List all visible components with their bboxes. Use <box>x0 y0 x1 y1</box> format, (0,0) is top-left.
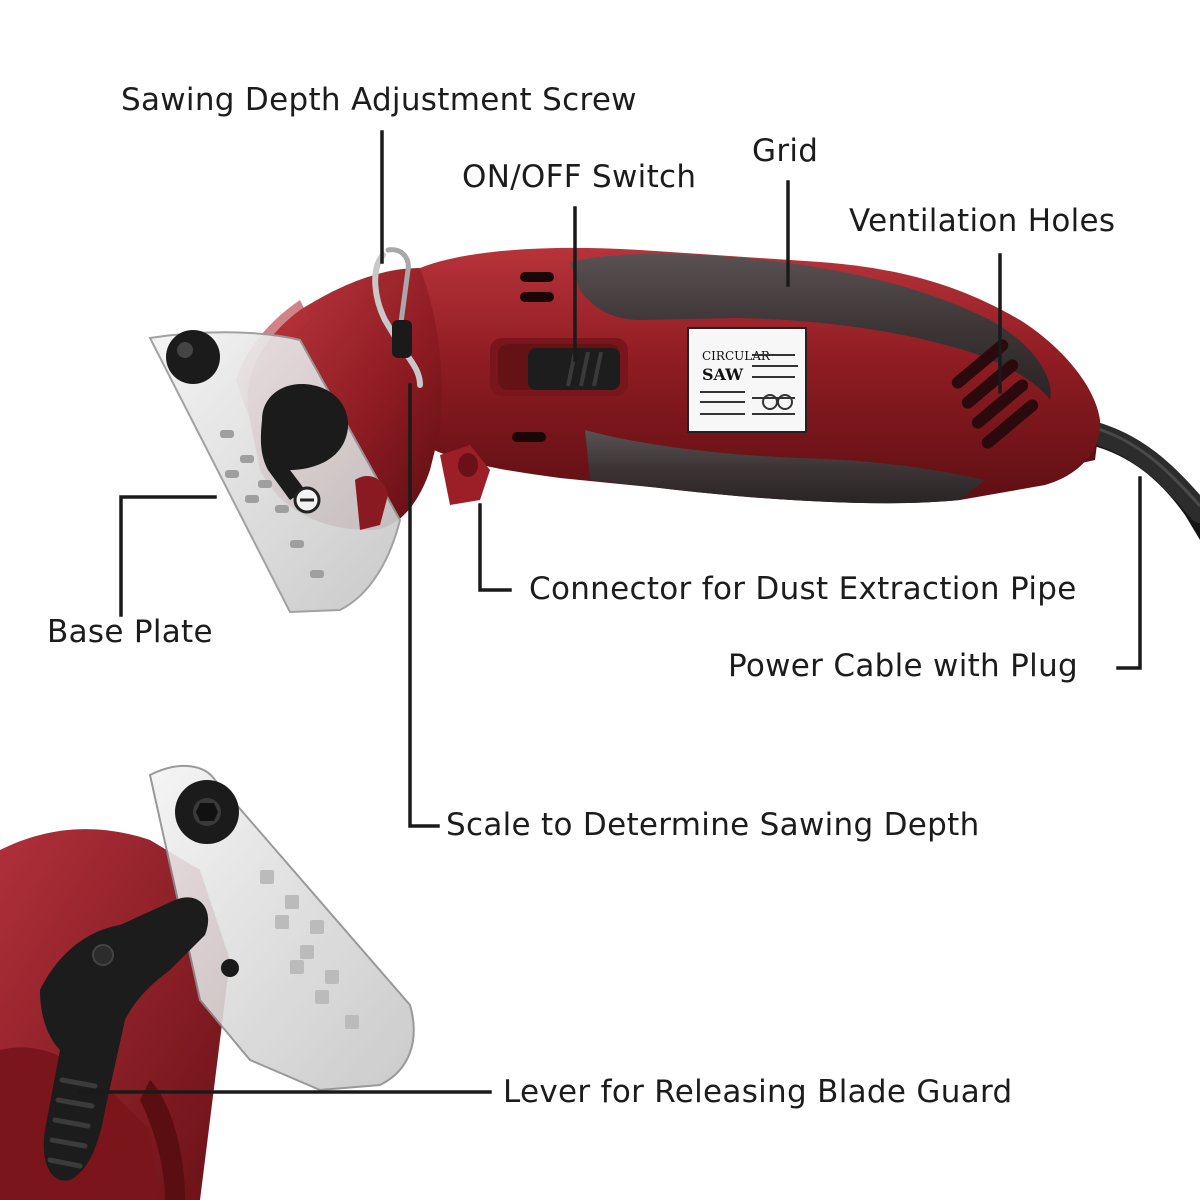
ventilation-slots <box>951 339 1039 449</box>
callout-blade-guard-lever: Lever for Releasing Blade Guard <box>503 1074 1013 1110</box>
callout-dust-connector: Connector for Dust Extraction Pipe <box>529 571 1077 607</box>
guard-slots <box>220 430 324 578</box>
callout-line-power <box>1116 476 1142 670</box>
guard-knob-top <box>166 330 220 384</box>
callout-depth-screw: Sawing Depth Adjustment Screw <box>121 82 637 118</box>
callout-line-scale <box>408 383 440 828</box>
callout-base-plate: Base Plate <box>47 614 213 650</box>
lower-guard-slots <box>260 870 359 1029</box>
callout-line-dust <box>478 503 512 592</box>
callout-on-off-switch: ON/OFF Switch <box>462 159 697 195</box>
callout-ventilation: Ventilation Holes <box>849 203 1116 239</box>
grip-overmold <box>570 253 1051 400</box>
label-line1: CIRCULAR <box>702 349 771 363</box>
label-line2: SAW <box>702 365 744 384</box>
callout-grid: Grid <box>752 133 819 169</box>
guard-lever-upper <box>260 384 349 500</box>
callout-depth-scale: Scale to Determine Sawing Depth <box>446 807 980 843</box>
depth-screw-wire <box>372 252 423 388</box>
callout-lines <box>78 130 1142 1094</box>
depth-screw-knob <box>392 320 412 358</box>
callout-power-cable: Power Cable with Plug <box>728 648 1078 684</box>
grip-lower <box>585 430 985 504</box>
callout-line-base <box>119 495 217 617</box>
blade-guard-lever <box>40 897 209 1181</box>
